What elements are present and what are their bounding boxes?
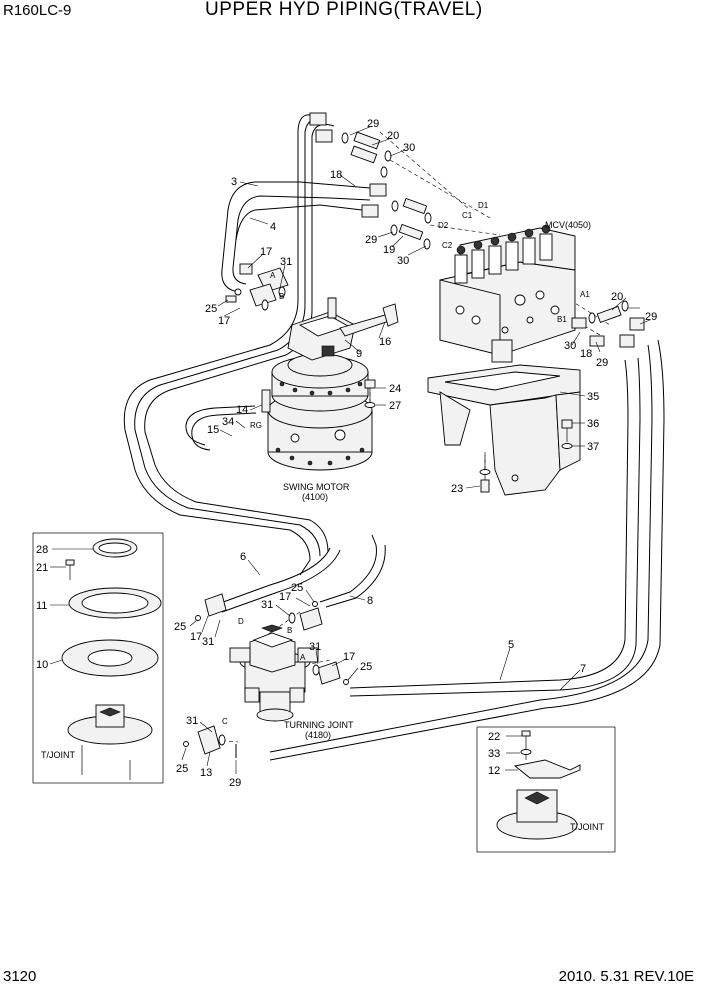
callout: 25 (174, 621, 186, 633)
callout: 34 (222, 416, 234, 428)
port-label: C (222, 717, 228, 726)
callout: 3 (231, 176, 237, 188)
page-number: 3120 (3, 968, 37, 985)
hose-runs (123, 114, 665, 761)
callout: 31 (202, 636, 214, 648)
port-labels: D1 C1 D2 C2 A1 B1 RG D B A C A B (222, 201, 590, 726)
fittings-top (309, 112, 432, 250)
inset-right (476, 726, 616, 853)
swing-motor-bolts (275, 381, 365, 466)
bolt-sets (261, 379, 573, 493)
callout: 13 (200, 767, 212, 779)
port-label: C1 (462, 211, 473, 220)
callout: 30 (397, 255, 409, 267)
callout: 16 (379, 336, 391, 348)
callout: 17 (343, 651, 355, 663)
port-label: B1 (557, 315, 567, 324)
callout: 18 (580, 348, 592, 360)
callout: 21 (36, 562, 48, 574)
callout: 6 (240, 551, 246, 563)
model-number: R160LC-9 (3, 2, 72, 19)
callout: 31 (309, 641, 321, 653)
callout: 25 (360, 661, 372, 673)
callout: 14 (236, 404, 248, 416)
port-label: RG (250, 421, 262, 430)
callout: 8 (367, 595, 373, 607)
callout: 30 (403, 142, 415, 154)
port-label: B (279, 292, 284, 301)
caption-tjoint-left: T/JOINT (41, 750, 75, 760)
callout: 29 (596, 357, 608, 369)
callout-leaders (49, 125, 651, 774)
callout: 31 (280, 256, 292, 268)
callout: 12 (488, 765, 500, 777)
port-label: A (300, 653, 306, 662)
callout: 4 (270, 221, 276, 233)
callout: 19 (383, 244, 395, 256)
callout: 17 (260, 246, 272, 258)
caption-swing-motor-code: (4100) (302, 492, 328, 502)
callout: 31 (186, 715, 198, 727)
callout: 30 (564, 340, 576, 352)
main-control-valve (439, 224, 576, 363)
callout: 9 (356, 348, 362, 360)
mcv-bracket (427, 364, 581, 496)
callout: 7 (580, 663, 586, 675)
callout: 24 (389, 383, 401, 395)
callout-numbers: 29 20 30 3 18 4 29 19 30 17 31 25 17 B A… (36, 118, 657, 789)
port-label: C2 (442, 241, 453, 250)
port-label: D1 (478, 201, 489, 210)
port-label: A (270, 271, 276, 280)
caption-mcv: MCV(4050) (545, 220, 591, 230)
callout: 22 (488, 731, 500, 743)
port-label: D2 (438, 221, 449, 230)
callout: 33 (488, 748, 500, 760)
callout: 11 (36, 600, 47, 612)
port-label: B (287, 626, 292, 635)
callout: 17 (218, 315, 230, 327)
caption-swing-motor: SWING MOTOR (283, 482, 350, 492)
callout: 29 (365, 234, 377, 246)
callout: 10 (36, 659, 48, 671)
callout: 17 (279, 591, 291, 603)
port-label: A1 (580, 290, 590, 299)
callout: 17 (190, 631, 202, 643)
callout: 29 (367, 118, 379, 130)
swing-motor (267, 297, 399, 471)
callout: 31 (261, 599, 273, 611)
callout: 20 (387, 130, 399, 142)
captions: MCV(4050) SWING MOTOR (4100) TURNING JOI… (41, 220, 604, 832)
callout: 28 (36, 544, 48, 556)
caption-turning-joint: TURNING JOINT (284, 720, 354, 730)
callout: 29 (229, 777, 241, 789)
callout: 18 (330, 169, 342, 181)
callout: 25 (176, 763, 188, 775)
page-title: UPPER HYD PIPING(TRAVEL) (205, 0, 483, 20)
caption-turning-joint-code: (4180) (305, 730, 331, 740)
callout: 35 (587, 391, 599, 403)
callout: 29 (645, 311, 657, 323)
turning-joint (183, 593, 349, 758)
callout: 25 (205, 303, 217, 315)
callout: 27 (389, 400, 401, 412)
callout: 20 (611, 291, 623, 303)
callout: 5 (508, 639, 514, 651)
inset-left (32, 532, 164, 784)
caption-tjoint-right: T/JOINT (570, 822, 604, 832)
callout: 36 (587, 418, 599, 430)
fittings-right (571, 300, 645, 348)
flange-blocks (225, 263, 289, 311)
callout: 25 (291, 582, 303, 594)
callout: 23 (451, 483, 463, 495)
revision-date: 2010. 5.31 REV.10E (558, 968, 694, 985)
callout: 15 (207, 424, 219, 436)
port-label: D (238, 617, 244, 626)
callout: 37 (587, 441, 599, 453)
